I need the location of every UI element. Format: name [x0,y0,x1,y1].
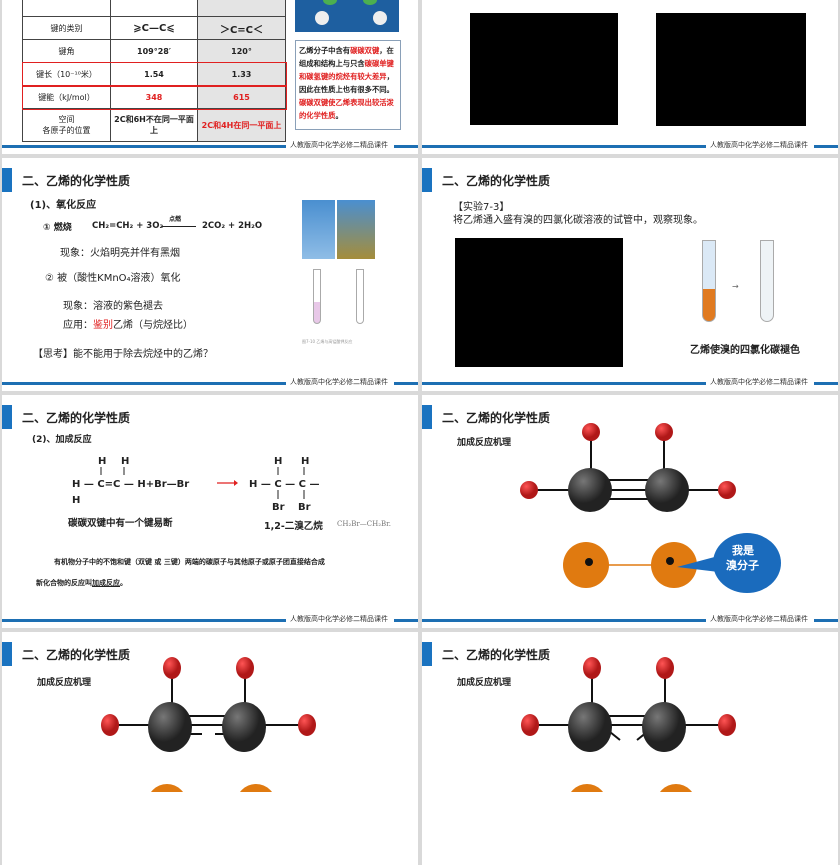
product-formula: CH₂Br—CH₂Br. [337,520,391,528]
svg-text:Br: Br [272,502,285,513]
table-row: 键的类别⩾C—C⩽＞C=C＜ [22,16,286,40]
video-2[interactable] [656,13,806,126]
speech-bubble [713,533,781,593]
svg-text:H — C — C —: H — C — C — [249,479,319,490]
footer-text: 人教版高中化学必修二精品课件 [710,141,808,149]
test-tube-image [356,269,364,324]
flame-photo [337,200,375,259]
mechanism-label: 加成反应机理 [457,678,512,688]
hydrogen-atom [655,423,673,441]
figure-caption: 乙烯使溴的四氯化碳褪色 [690,345,800,356]
test-tube-clear [760,240,774,322]
video-1[interactable] [470,13,618,125]
slide-mechanism-2[interactable]: 二、乙烯的化学性质 加成反应机理 [2,632,418,865]
hydrogen-atom [582,423,600,441]
footer-text: 人教版高中化学必修二精品课件 [710,615,808,623]
equation-right: 2CO₂ + 2H₂O [202,221,263,231]
title-bar [2,405,12,429]
svg-text:H: H [274,456,282,467]
flame-photo [302,200,335,259]
application: 应用：鉴别乙烯（与烷烃比） [63,320,193,331]
hydrogen-atom [718,481,736,499]
slide-title: 二、乙烯的化学性质 [22,174,131,188]
slide-title: 二、乙烯的化学性质 [22,648,131,662]
note-box: 乙烯分子中含有碳碳双键，在组成和结构上与只含碳碳单键和碳氢键的烷烃有较大差异，因… [295,40,401,130]
product-name: 1,2-二溴乙烷 [264,521,323,532]
svg-text:Br: Br [298,502,311,513]
definition-line-1: 有机物分子中的不饱和键（双键 或 三键）两端的碳原子与其他原子或原子团直接结合成 [54,558,325,566]
svg-text:H: H [98,456,106,467]
slide-mechanism-1[interactable]: 二、乙烯的化学性质 加成反应机理 我是 溴分子 人教版高中化学必修二精品课件 [422,395,838,628]
slide-mechanism-3[interactable]: 二、乙烯的化学性质 加成反应机理 [422,632,838,865]
definition-line-2: 新化合物的反应叫加成反应。 [36,579,127,587]
slide-videos[interactable]: 人教版高中化学必修二精品课件 [422,0,838,154]
phenomenon-1: 现象：火焰明亮并伴有黑烟 [60,248,180,259]
carbon-atom [568,468,612,512]
bromine-atom [563,542,609,588]
mechanism-label: 加成反应机理 [457,438,512,448]
svg-text:H: H [72,495,80,506]
subtitle: (2)、加成反应 [32,435,92,445]
slide-title: 二、乙烯的化学性质 [442,174,551,188]
title-bar [422,405,432,429]
molecule-model [520,423,781,593]
slide-title: 二、乙烯的化学性质 [22,411,131,425]
svg-text:H: H [301,456,309,467]
experiment-desc: 将乙烯通入盛有溴的四氯化碳溶液的试管中，观察现象。 [453,215,703,226]
molecule-model [101,657,316,792]
bubble-text: 溴分子 [726,559,759,572]
molecule-model [521,657,736,792]
slide-title: 二、乙烯的化学性质 [442,411,551,425]
slide-oxidation[interactable]: 二、乙烯的化学性质 (1)、氧化反应 ① 燃烧 CH₂=CH₂ + 3O₂ 点燃… [2,158,418,391]
slide-title: 二、乙烯的化学性质 [442,648,551,662]
footer-text: 人教版高中化学必修二精品课件 [290,615,388,623]
experiment-label: 【实验7-3】 [453,202,510,213]
kmno4-oxidation: ② 被（酸性KMnO₄溶液）氧化 [45,273,181,284]
slide-addition[interactable]: 二、乙烯的化学性质 (2)、加成反应 H H H — C=C — H+Br—Br … [2,395,418,628]
figure-caption: 图7-10 乙烯与高锰酸钾反应 [302,339,353,344]
mechanism-label: 加成反应机理 [37,678,92,688]
footer-text: 人教版高中化学必修二精品课件 [710,378,808,386]
title-bar [422,168,432,192]
equation-left: CH₂=CH₂ + 3O₂ [92,221,164,231]
subtitle: (1)、氧化反应 [30,200,97,211]
think-question: 【思考】能不能用于除去烷烃中的乙烯？ [33,349,213,360]
arrow-icon: → [732,282,739,291]
bromine-atom [651,542,697,588]
video[interactable] [455,238,623,367]
title-bar [2,642,12,666]
reaction-structure: H H H — C=C — H+Br—Br H H H H — C — C — Br… [72,456,319,513]
test-tube-orange [702,240,716,322]
svg-text:H — C=C — H+Br—Br: H — C=C — H+Br—Br [72,479,189,490]
arrow-icon [162,226,196,227]
bond-note: 碳碳双键中有一个键易断 [68,518,173,529]
carbon-atom [645,468,689,512]
equation-condition: 点燃 [169,216,182,223]
footer-text: 人教版高中化学必修二精品课件 [290,141,388,149]
phenomenon-2: 现象：溶液的紫色褪去 [63,301,163,312]
ethylene-model-image [295,0,399,32]
burn-label: ① 燃烧 [43,223,72,233]
title-bar [422,642,432,666]
slide-experiment[interactable]: 二、乙烯的化学性质 【实验7-3】 将乙烯通入盛有溴的四氯化碳溶液的试管中，观察… [422,158,838,391]
footer-text: 人教版高中化学必修二精品课件 [290,378,388,386]
svg-text:H: H [121,456,129,467]
bubble-text: 我是 [732,544,754,557]
title-bar [2,168,12,192]
hydrogen-atom [520,481,538,499]
test-tube-image [313,269,321,324]
